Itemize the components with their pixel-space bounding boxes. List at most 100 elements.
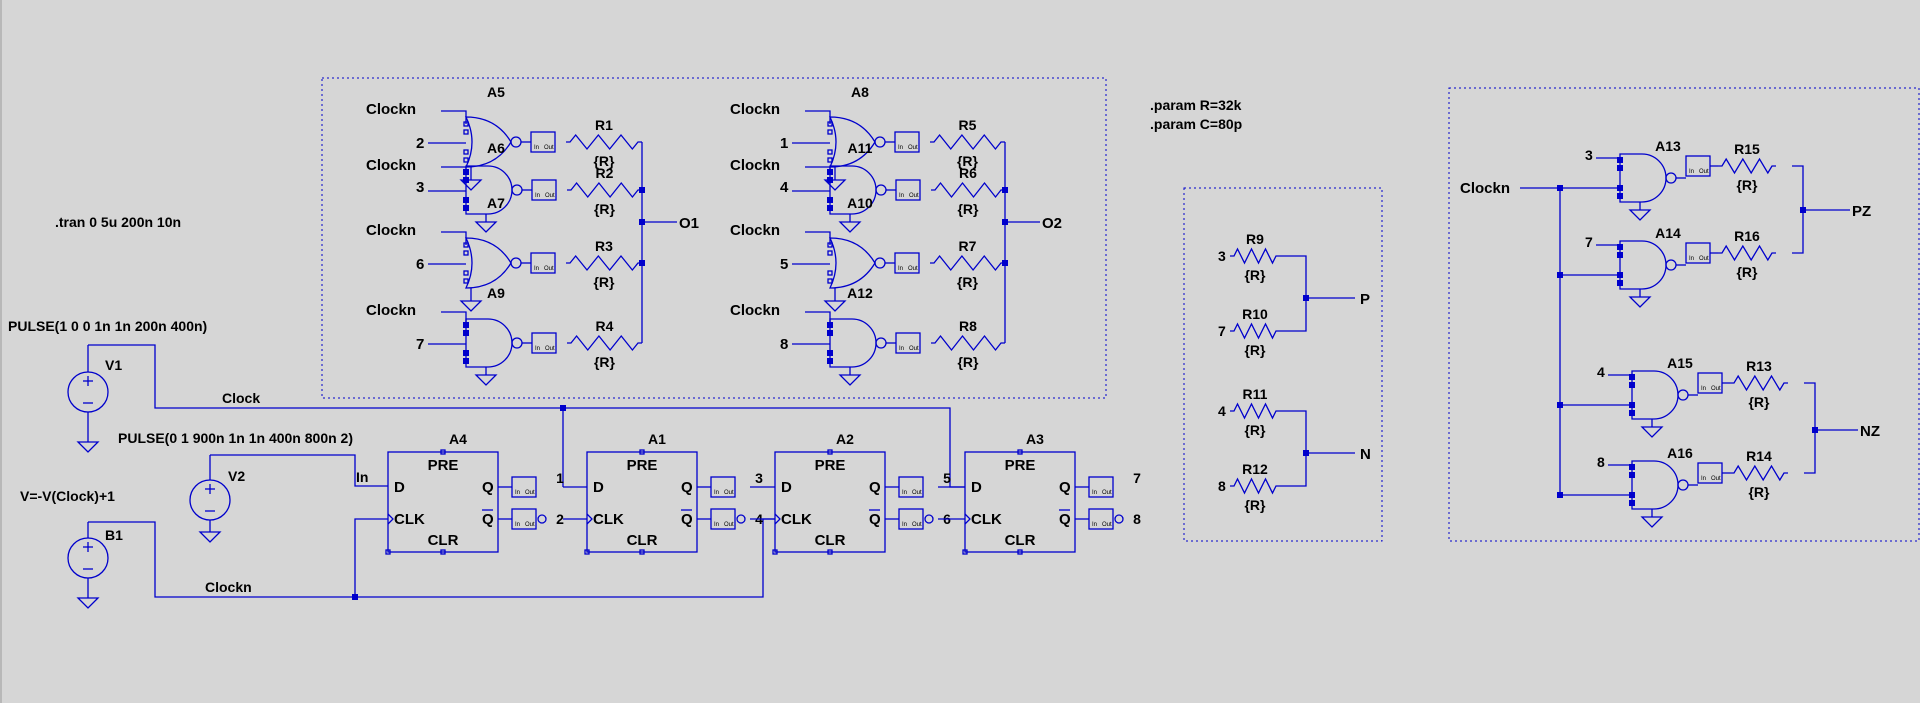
svg-text:{R}: {R} — [593, 153, 615, 169]
nor-gate-dac-left2[interactable] — [459, 237, 522, 312]
nand-gate-dac-left1[interactable] — [463, 165, 523, 233]
n-net-label: N — [1360, 446, 1371, 463]
svg-text:In: In — [899, 346, 904, 352]
svg-text:Out: Out — [525, 522, 535, 528]
svg-text:In: In — [1092, 522, 1097, 528]
svg-text:{R}: {R} — [1736, 177, 1758, 193]
svg-text:R11: R11 — [1243, 386, 1268, 402]
svg-text:In: In — [1689, 256, 1694, 262]
svg-text:3: 3 — [416, 179, 424, 196]
resistor-dac-rightr1[interactable]: R6{R} — [931, 165, 1005, 217]
nand-gate-dac-right1[interactable] — [827, 165, 887, 233]
nor-gate-dac-right0[interactable] — [823, 116, 886, 191]
buffer-ff0qb[interactable]: In Out — [511, 508, 537, 530]
svg-text:Out: Out — [724, 490, 734, 496]
svg-text:A5: A5 — [487, 84, 505, 100]
resistor-dac-leftr1[interactable]: R2{R} — [567, 165, 642, 217]
svg-text:2: 2 — [556, 511, 564, 527]
svg-text:PULSE(0 1 900n 1n 1n 400n 800n: PULSE(0 1 900n 1n 1n 400n 800n 2) — [118, 430, 353, 446]
nand-gate-rg0[interactable] — [1617, 153, 1677, 221]
resistor-mid3[interactable]: R12{R} — [1230, 461, 1280, 513]
source-v2[interactable]: PULSE(0 1 900n 1n 1n 400n 800n 2) V2 — [118, 430, 353, 543]
svg-text:Q: Q — [482, 479, 494, 496]
svg-text:In: In — [535, 346, 540, 352]
svg-text:{R}: {R} — [1244, 497, 1266, 513]
svg-text:D: D — [593, 479, 604, 496]
svg-text:In: In — [714, 522, 719, 528]
resistor-rg3[interactable]: R14{R} — [1730, 448, 1788, 500]
svg-text:Clockn: Clockn — [366, 222, 416, 239]
svg-text:CLR: CLR — [815, 532, 846, 549]
svg-text:R4: R4 — [596, 318, 614, 334]
resistor-rg2[interactable]: R13{R} — [1730, 358, 1788, 410]
svg-text:7: 7 — [416, 336, 424, 353]
svg-text:Out: Out — [908, 145, 918, 151]
source-v1[interactable]: PULSE(1 0 0 1n 1n 200n 400n) V1 — [8, 318, 207, 453]
svg-text:R2: R2 — [596, 165, 614, 181]
svg-text:A11: A11 — [848, 140, 873, 156]
svg-text:In: In — [1701, 476, 1706, 482]
svg-text:In: In — [534, 145, 539, 151]
resistor-dac-leftr2[interactable]: R3{R} — [566, 238, 642, 290]
nand-gate-dac-left3[interactable] — [463, 318, 523, 386]
svg-text:CLR: CLR — [1005, 532, 1036, 549]
nand-gate-rg1[interactable] — [1617, 240, 1677, 308]
nand-gate-dac-right3[interactable] — [827, 318, 887, 386]
nor-gate-dac-left0[interactable] — [459, 116, 522, 191]
resistor-mid0[interactable]: R9{R} — [1230, 231, 1280, 283]
resistor-rg1[interactable]: R16{R} — [1718, 228, 1776, 280]
nand-gate-rg3[interactable] — [1629, 460, 1689, 528]
svg-text:Q: Q — [681, 511, 693, 528]
svg-text:{R}: {R} — [1244, 267, 1266, 283]
svg-text:{R}: {R} — [594, 354, 616, 370]
svg-text:In: In — [534, 266, 539, 272]
svg-text:{R}: {R} — [957, 201, 979, 217]
resistor-rg0[interactable]: R15{R} — [1718, 141, 1776, 193]
svg-text:5: 5 — [780, 256, 788, 273]
svg-text:4: 4 — [1218, 403, 1226, 419]
resistor-dac-rightr3[interactable]: R8{R} — [931, 318, 1005, 370]
svg-text:CLK: CLK — [971, 511, 1002, 528]
divider-block-box — [1183, 187, 1383, 542]
resistor-mid1[interactable]: R10{R} — [1230, 306, 1280, 358]
resistor-dac-leftr3[interactable]: R4 {R} — [567, 318, 642, 370]
nor-gate-dac-right2[interactable] — [823, 237, 886, 312]
resistor-dac-rightr2[interactable]: R7{R} — [930, 238, 1005, 290]
svg-text:In: In — [515, 522, 520, 528]
resistor-dac-leftr0[interactable]: R1{R} — [566, 117, 642, 169]
svg-text:CLK: CLK — [781, 511, 812, 528]
svg-text:In: In — [515, 490, 520, 496]
resistor-mid2[interactable]: R11{R} — [1230, 386, 1280, 438]
svg-text:In: In — [902, 522, 907, 528]
svg-text:In: In — [1689, 169, 1694, 175]
resistor-dac-rightr0[interactable]: R5{R} — [930, 117, 1005, 169]
source-b1[interactable]: V=-V(Clock)+1 B1 — [20, 488, 123, 609]
svg-text:CLR: CLR — [627, 532, 658, 549]
svg-text:{R}: {R} — [957, 354, 979, 370]
nand-gate-rg2[interactable] — [1629, 370, 1689, 438]
